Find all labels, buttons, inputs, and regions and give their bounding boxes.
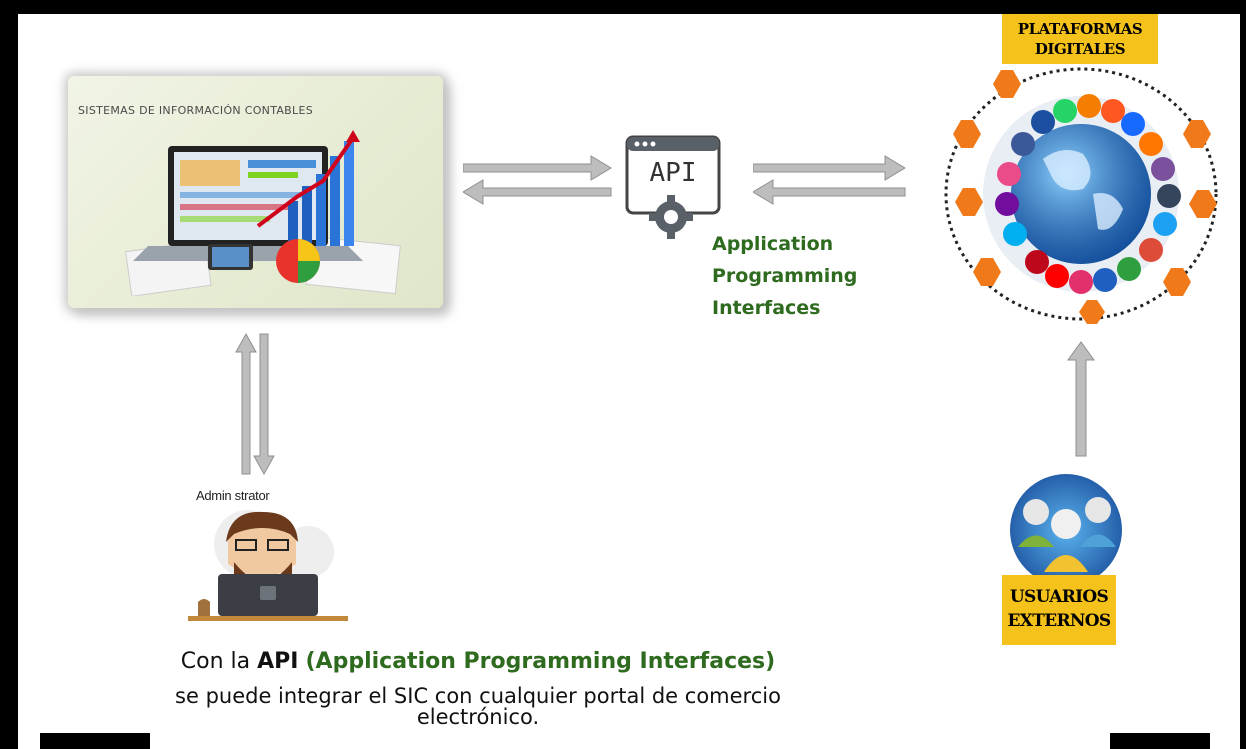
platform-label: PLATAFORMAS DIGITALES <box>1002 14 1158 64</box>
sic-card: SISTEMAS DE INFORMACIÓN CONTABLES <box>68 76 443 308</box>
laptop-chart-icon <box>125 130 401 296</box>
footer-green-part: (Application Programming Interfaces) <box>305 649 776 674</box>
social-media-icons <box>995 94 1181 294</box>
api-gear-icon: API <box>625 135 721 239</box>
api-platform-arrows <box>753 155 906 205</box>
sic-api-arrows <box>463 155 612 205</box>
footer-line1: Con la API (Application Programming Inte… <box>18 649 938 674</box>
users-label: USUARIOS EXTERNOS <box>1002 575 1116 645</box>
globe-icon <box>944 67 1218 324</box>
administrator-icon <box>188 510 348 621</box>
sic-admin-arrows <box>235 332 275 476</box>
admin-label: Admin strator <box>196 488 270 503</box>
footer-line2: se puede integrar el SIC con cualquier p… <box>175 684 781 708</box>
sic-title: SISTEMAS DE INFORMACIÓN CONTABLES <box>78 104 313 117</box>
footer-api: API <box>257 649 299 674</box>
footer-prefix: Con la <box>180 649 258 674</box>
diagram-canvas: SISTEMAS DE INFORMACIÓN CONTABLES <box>18 14 1240 749</box>
users-platform-arrow <box>1067 341 1095 457</box>
api-caption: Application Programming Interfaces <box>712 233 858 319</box>
api-icon-text: API <box>650 158 697 188</box>
bottom-bar-left <box>40 733 150 749</box>
users-group-icon <box>1010 474 1122 582</box>
footer-line3: electrónico. <box>416 705 540 729</box>
bottom-bar-right <box>1110 733 1210 749</box>
